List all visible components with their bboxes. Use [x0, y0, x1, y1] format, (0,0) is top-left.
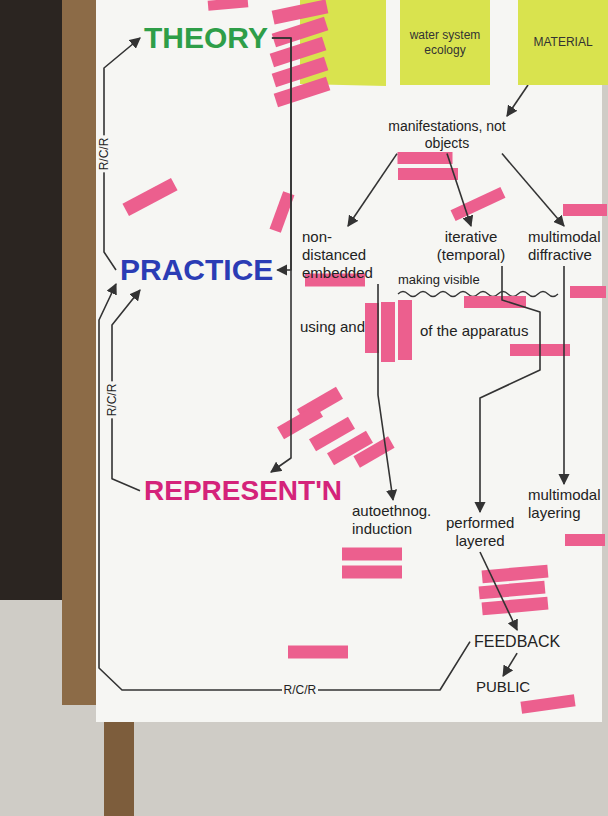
connector: [348, 154, 397, 226]
node-text: FEEDBACK: [474, 632, 560, 651]
label-text: using and: [300, 318, 365, 335]
handwritten-note: PUBLIC: [472, 676, 534, 698]
node-text: PRACTICE: [120, 252, 273, 288]
node-text: water system ecology: [406, 28, 484, 57]
handwritten-note: iterative (temporal): [430, 226, 512, 266]
sticky-note: [288, 646, 348, 659]
handwritten-note: non-distanced embedded: [298, 226, 398, 284]
paper-sheet: [96, 0, 602, 722]
sticky-note: MATERIAL: [518, 0, 608, 85]
label-text: making visible: [398, 272, 480, 287]
sticky-note: [570, 286, 606, 298]
connector: [480, 266, 540, 512]
sticky-note: [565, 534, 605, 546]
sticky-note: [274, 77, 331, 107]
node-text: iterative (temporal): [434, 228, 508, 264]
sticky-note: [398, 168, 458, 180]
connector: [271, 38, 291, 472]
sticky-note: water system ecology: [400, 0, 490, 85]
sticky-note: [365, 303, 379, 353]
label-text: of the apparatus: [420, 322, 528, 339]
connector: [502, 154, 564, 226]
note-label: using and: [300, 318, 365, 335]
handwritten-note: performed layered: [442, 512, 518, 552]
connector: [272, 38, 291, 270]
note-label: of the apparatus: [420, 322, 528, 339]
node-text: multimodal diffractive: [528, 228, 600, 264]
node-text: PUBLIC: [476, 678, 530, 696]
sticky-note: [482, 565, 549, 584]
heading-text: PRACTICE: [116, 250, 277, 290]
sticky-note: [520, 694, 575, 713]
edge-label: R/C/R: [282, 683, 319, 697]
sticky-note: [342, 566, 402, 579]
connector: [447, 154, 471, 226]
handwritten-note: multimodal layering: [524, 484, 604, 524]
node-text: non-distanced embedded: [302, 228, 394, 282]
sticky-note: [482, 597, 549, 616]
sticky-note: [398, 300, 412, 360]
node-text: performed layered: [446, 514, 514, 550]
handwritten-note: autoethnog. induction: [348, 500, 438, 540]
handwritten-note: manifestations, not objects: [372, 116, 522, 154]
sticky-note: [464, 296, 526, 308]
node-text: manifestations, not objects: [376, 118, 518, 152]
connector: [99, 284, 470, 690]
note-label: making visible: [398, 272, 480, 287]
connector: [503, 653, 517, 676]
sticky-note: [208, 0, 249, 11]
node-text: autoethnog. induction: [352, 502, 434, 538]
sticky-note: [381, 302, 395, 362]
edge-label: R/C/R: [97, 136, 111, 173]
sticky-note: [563, 204, 607, 216]
connector: [378, 284, 393, 500]
heading-text: REPRESENT'N: [140, 472, 346, 510]
handwritten-note: FEEDBACK: [470, 630, 564, 653]
connector: [563, 266, 565, 484]
node-text: REPRESENT'N: [144, 474, 342, 508]
heading-text: THEORY: [140, 18, 272, 58]
sticky-note: [479, 581, 546, 600]
connector: [480, 552, 517, 630]
sticky-note: [342, 548, 402, 561]
sticky-notes: [122, 0, 607, 714]
sticky-note: [398, 152, 453, 164]
sticky-note: [277, 405, 323, 440]
handwritten-note: multimodal diffractive: [524, 226, 604, 266]
wavy-line: [398, 292, 558, 297]
node-text: MATERIAL: [524, 35, 602, 49]
connector: [507, 85, 528, 116]
node-text: multimodal layering: [528, 486, 600, 522]
dark-wall: [0, 0, 62, 600]
edge-label: R/C/R: [105, 382, 119, 419]
easel-frame: [62, 0, 96, 705]
sticky-note: [122, 178, 177, 216]
node-text: THEORY: [144, 20, 268, 56]
sticky-note: [451, 187, 506, 221]
